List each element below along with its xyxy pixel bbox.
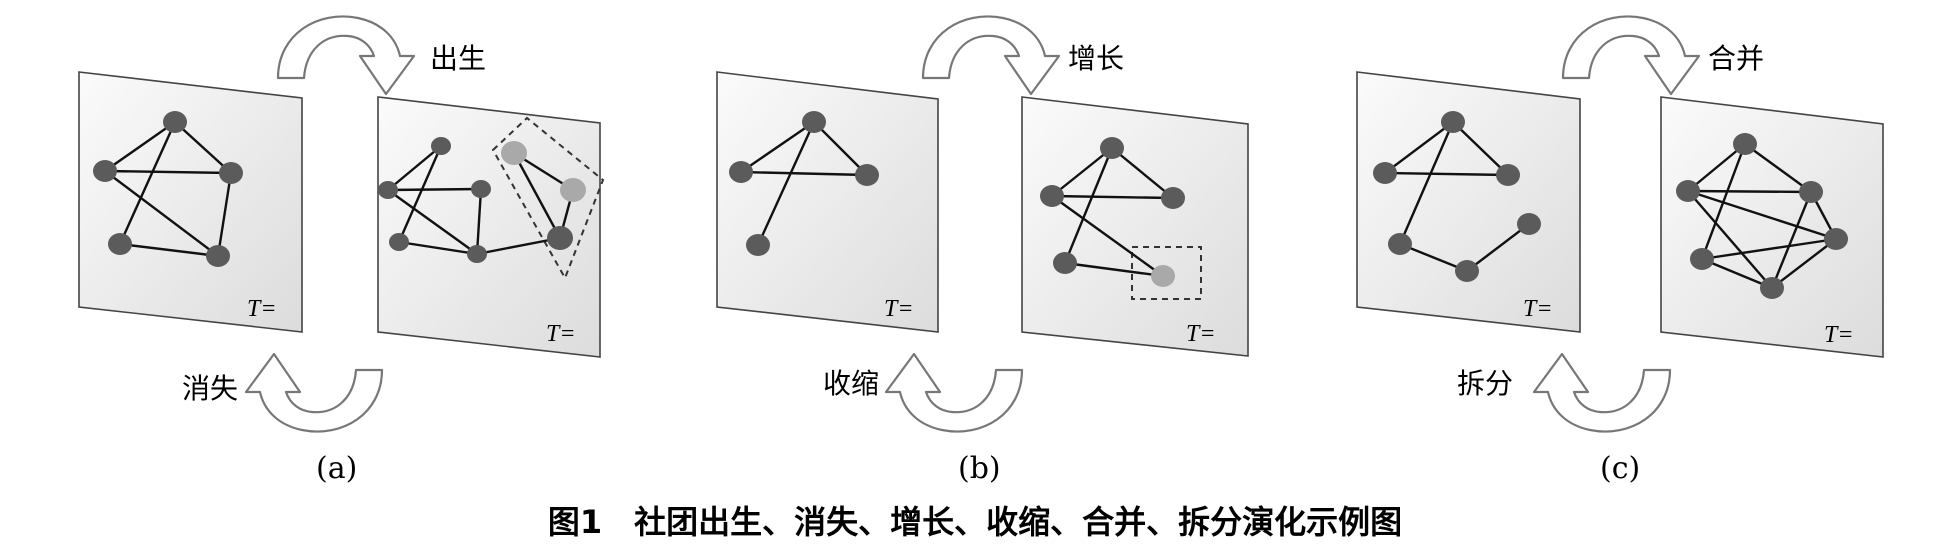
panel-b: T= T= 增长 收缩 (b) <box>716 15 1249 486</box>
backward-label: 收缩 <box>823 367 879 400</box>
forward-label: 出生 <box>430 42 486 75</box>
graph-network <box>1051 147 1174 278</box>
panel-a-left-frame: T= <box>78 71 303 333</box>
panel-b-right-frame: T= <box>1021 96 1249 357</box>
backward-arrow-icon <box>244 352 384 433</box>
panel-b-left-frame: T= <box>716 71 939 333</box>
forward-arrow-icon <box>921 15 1061 96</box>
graph-network <box>1687 143 1838 290</box>
time-label: T= <box>1186 321 1216 347</box>
backward-arrow-icon <box>884 352 1024 433</box>
graph-nodes <box>1373 111 1541 282</box>
panel-a-right-frame: T= <box>377 96 605 358</box>
time-label: T= <box>1523 296 1553 322</box>
graph-network <box>740 121 868 246</box>
subfigure-label: (b) <box>958 451 1001 486</box>
panel-a: T= <box>78 15 605 486</box>
new-node <box>1151 265 1175 287</box>
highlight-box <box>1131 246 1202 300</box>
time-label: T= <box>1824 322 1854 348</box>
forward-label: 增长 <box>1068 42 1124 75</box>
graph-nodes <box>1040 137 1185 274</box>
highlight-box <box>491 116 605 281</box>
panel-c-left-frame: T= <box>1356 71 1581 333</box>
forward-arrow-icon <box>276 15 416 96</box>
graph-nodes <box>1676 133 1848 299</box>
forward-arrow-icon <box>1561 15 1701 96</box>
panel-c-right-frame: T= <box>1660 96 1884 358</box>
time-label: T= <box>247 296 277 322</box>
panel-c: T= <box>1356 15 1884 486</box>
new-community-nodes <box>501 141 586 202</box>
graph-network <box>104 121 233 258</box>
backward-label: 消失 <box>182 372 238 405</box>
graph-network <box>1384 121 1530 273</box>
graph-nodes <box>378 137 573 263</box>
subfigure-label: (c) <box>1600 451 1640 486</box>
figure-caption: 图1 社团出生、消失、增长、收缩、合并、拆分演化示例图 <box>548 503 1402 541</box>
graph-nodes <box>93 111 243 267</box>
time-label: T= <box>546 321 576 347</box>
subfigure-label: (a) <box>316 451 357 486</box>
backward-arrow-icon <box>1532 352 1672 433</box>
graph-network <box>387 145 575 256</box>
forward-label: 合并 <box>1708 42 1764 75</box>
backward-label: 拆分 <box>1457 367 1513 400</box>
time-label: T= <box>884 296 914 322</box>
graph-nodes <box>729 111 879 256</box>
